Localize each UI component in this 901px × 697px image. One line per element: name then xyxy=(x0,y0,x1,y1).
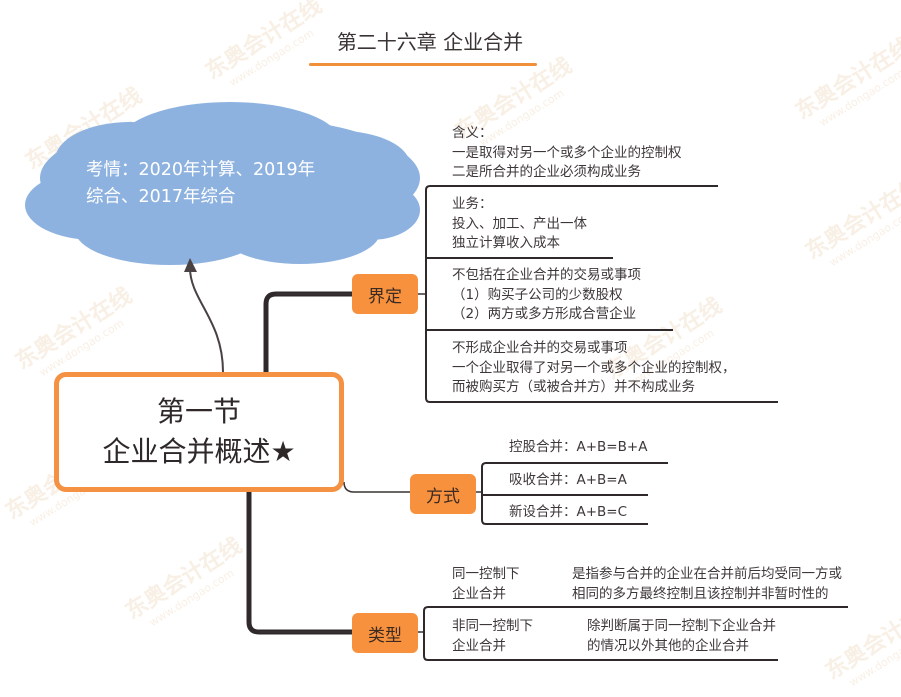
callout-line: 综合、2017年综合 xyxy=(86,187,236,207)
definition-meaning[interactable]: 含义： 一是取得对另一个或多个企业的控制权 二是所合并的企业必须构成业务 xyxy=(452,124,682,183)
branch-definition[interactable]: 界定 xyxy=(352,274,418,314)
leaf-line: 一是取得对另一个或多个企业的控制权 xyxy=(452,144,682,161)
type-different-control-name[interactable]: 非同一控制下 企业合并 xyxy=(452,617,533,656)
branch-method[interactable]: 方式 xyxy=(410,474,476,514)
type-same-control-desc[interactable]: 是指参与合并的企业在合并前后均受同一方或 相同的多方最终控制且该控制并非暂时性的 xyxy=(572,565,842,604)
central-topic[interactable]: 第一节 企业合并概述★ xyxy=(54,372,344,492)
leaf-line: 不包括在企业合并的交易或事项 xyxy=(452,267,641,283)
leaf-line: 不形成企业合并的交易或事项 xyxy=(452,340,628,356)
leaf-line: 企业合并 xyxy=(452,637,506,654)
cloud-shape xyxy=(25,102,420,265)
method-absorption[interactable]: 吸收合并：A+B=A xyxy=(509,472,627,488)
title-underline xyxy=(309,63,537,66)
leaf-line: 非同一控制下 xyxy=(452,618,533,634)
definition-excluded[interactable]: 不包括在企业合并的交易或事项 （1）购买子公司的少数股权 （2）两方或多方形成合… xyxy=(452,266,641,325)
leaf-line: （2）两方或多方形成合营企业 xyxy=(452,306,637,322)
connector-lines xyxy=(25,102,848,661)
leaf-line: 投入、加工、产出一体 xyxy=(452,215,587,232)
leaf-line: 的情况以外其他的企业合并 xyxy=(587,637,749,654)
callout-line: 考情：2020年计算、2019年 xyxy=(86,160,316,180)
method-new-establishment[interactable]: 新设合并：A+B=C xyxy=(509,504,628,520)
leaf-line: 企业合并 xyxy=(452,585,506,602)
definition-not-combination[interactable]: 不形成企业合并的交易或事项 一个企业取得了对另一个或多个企业的控制权， 而被购买… xyxy=(452,339,736,398)
leaf-line: 是指参与合并的企业在合并前后均受同一方或 xyxy=(572,566,842,582)
central-topic-line2: 企业合并概述★ xyxy=(102,435,296,468)
leaf-line: 二是所合并的企业必须构成业务 xyxy=(452,164,641,180)
page-title: 第二十六章 企业合并 xyxy=(336,30,524,54)
leaf-line: 独立计算收入成本 xyxy=(452,235,560,251)
definition-business[interactable]: 业务： 投入、加工、产出一体 独立计算收入成本 xyxy=(452,195,587,254)
leaf-line: 同一控制下 xyxy=(452,566,520,582)
leaf-line: （1）购买子公司的少数股权 xyxy=(452,286,623,303)
leaf-line: 一个企业取得了对另一个或多个企业的控制权， xyxy=(452,359,736,376)
central-topic-line1: 第一节 xyxy=(156,395,241,428)
exam-info-callout: 考情：2020年计算、2019年 综合、2017年综合 xyxy=(86,157,366,211)
branch-type[interactable]: 类型 xyxy=(352,613,418,653)
method-holding[interactable]: 控股合并：A+B=B+A xyxy=(509,439,648,455)
leaf-line: 相同的多方最终控制且该控制并非暂时性的 xyxy=(572,585,829,602)
type-same-control-name[interactable]: 同一控制下 企业合并 xyxy=(452,565,520,604)
leaf-line: 除判断属于同一控制下企业合并 xyxy=(587,618,776,634)
type-different-control-desc[interactable]: 除判断属于同一控制下企业合并 的情况以外其他的企业合并 xyxy=(587,617,776,656)
leaf-line: 而被购买方（或被合并方）并不构成业务 xyxy=(452,379,695,395)
leaf-line: 含义： xyxy=(452,125,493,141)
leaf-line: 业务： xyxy=(452,196,493,212)
